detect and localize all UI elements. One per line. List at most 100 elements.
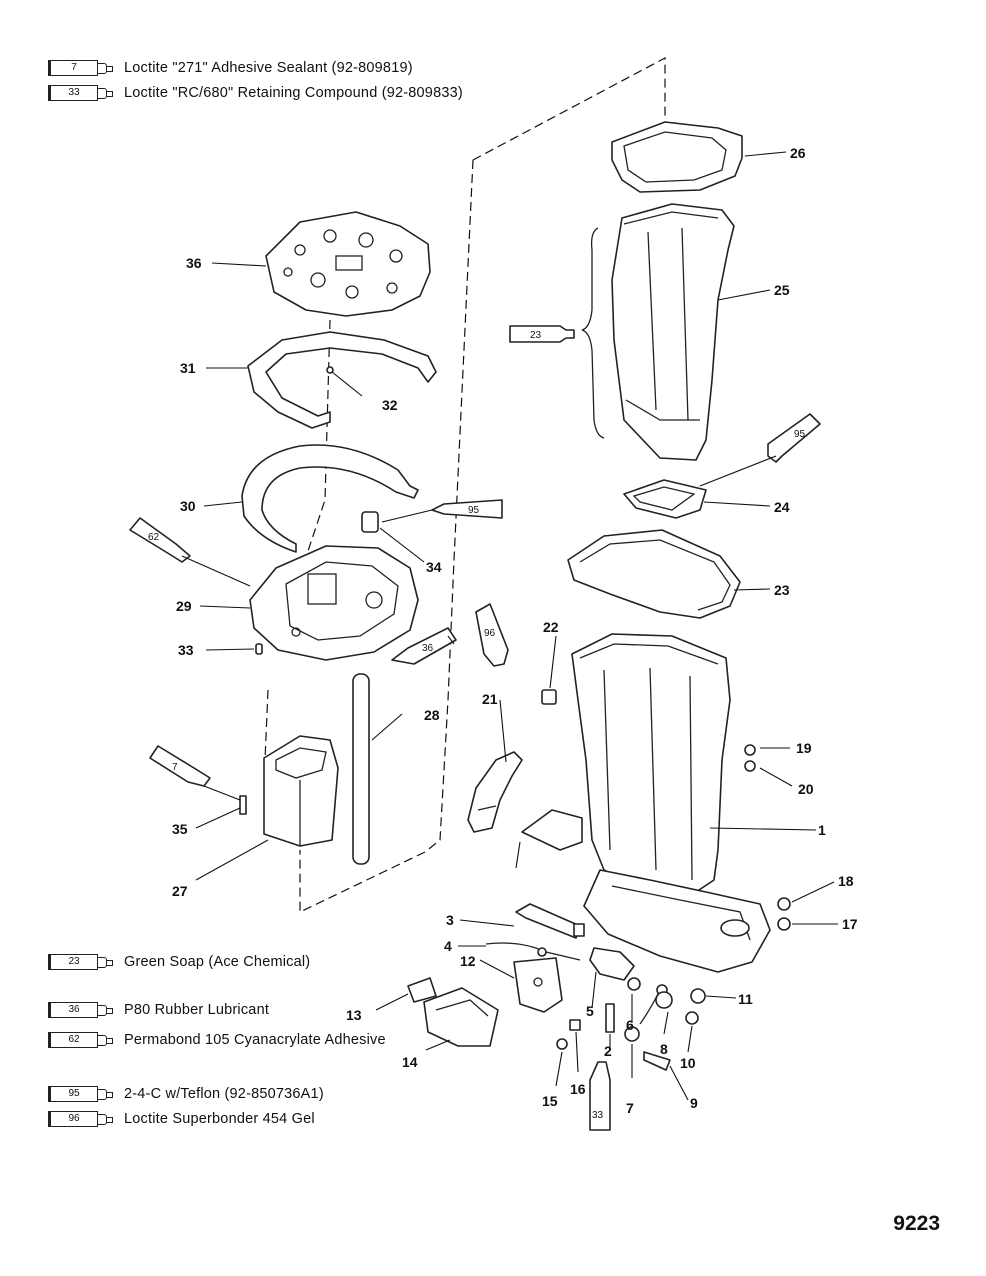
part-9-screw [643, 1051, 671, 1071]
svg-text:95: 95 [794, 429, 806, 440]
svg-text:36: 36 [422, 643, 434, 654]
part-33-pin [255, 643, 263, 655]
callout-18: 18 [838, 873, 854, 889]
svg-text:33: 33 [592, 1110, 604, 1121]
part-3-bolt [515, 903, 585, 939]
tube-7: 7 [149, 745, 211, 787]
part-18-nut [777, 897, 791, 911]
callout-24: 24 [774, 499, 790, 515]
legend-label: Green Soap (Ace Chemical) [124, 954, 311, 970]
part-5-sender [589, 947, 635, 981]
part-30-seal [241, 444, 419, 553]
callout-8: 8 [660, 1041, 668, 1057]
callout-2: 2 [604, 1043, 612, 1059]
tube-95-top: 95 [767, 413, 821, 463]
callout-33: 33 [178, 642, 194, 658]
part-2-stud [605, 1003, 615, 1033]
tube-62: 62 [129, 517, 191, 563]
part-29-adapter-plate [249, 545, 419, 661]
part-10-washer [685, 1011, 699, 1025]
tube-icon: 96 [48, 1110, 113, 1128]
tube-icon: 33 [48, 84, 113, 102]
assembly-guide-line [264, 57, 666, 913]
tube-95-mid: 95 [431, 499, 503, 519]
part-23-gasket [567, 529, 741, 619]
part-26-gasket [611, 121, 743, 193]
part-1-driveshaft-housing [521, 633, 771, 973]
callout-35: 35 [172, 821, 188, 837]
callout-10: 10 [680, 1055, 696, 1071]
callout-19: 19 [796, 740, 812, 756]
part-15-screw [556, 1038, 568, 1050]
callout-5: 5 [586, 1003, 594, 1019]
page-number: 9223 [893, 1212, 940, 1235]
callout-11: 11 [738, 991, 753, 1007]
part-13-bolt [407, 977, 437, 1003]
part-32-screw [326, 366, 334, 374]
tube-23: 23 [509, 325, 575, 343]
callout-36: 36 [186, 255, 202, 271]
legend-label: P80 Rubber Lubricant [124, 1002, 270, 1018]
part-27-tube-guide [263, 735, 339, 847]
part-4-wire [485, 942, 581, 961]
callout-6: 6 [626, 1017, 634, 1033]
tube-96: 96 [475, 603, 509, 667]
callout-21: 21 [482, 691, 498, 707]
svg-text:23: 23 [530, 330, 542, 341]
legend-item-33: 33 Loctite "RC/680" Retaining Compound (… [48, 81, 463, 105]
callout-27: 27 [172, 883, 188, 899]
part-34-sleeve [361, 511, 379, 533]
part-20-nut [744, 760, 756, 772]
callout-29: 29 [176, 598, 192, 614]
callout-30: 30 [180, 498, 196, 514]
part-24-seal [623, 479, 707, 519]
callout-17: 17 [842, 916, 858, 932]
part-16-nut [569, 1019, 581, 1031]
part-36-gasket [265, 211, 431, 317]
callout-13: 13 [346, 1007, 362, 1023]
legend-label: Loctite Superbonder 454 Gel [124, 1111, 315, 1127]
leader-lines [181, 151, 838, 1101]
tube-icon: 23 [48, 953, 113, 971]
svg-text:7: 7 [172, 762, 178, 773]
callout-14: 14 [402, 1054, 418, 1070]
legend-item-7: 7 Loctite "271" Adhesive Sealant (92-809… [48, 56, 413, 80]
svg-text:95: 95 [468, 505, 480, 516]
callout-9: 9 [690, 1095, 698, 1111]
callout-20: 20 [798, 781, 814, 797]
callout-3: 3 [446, 912, 454, 928]
part-11-nut [690, 988, 706, 1004]
legend-label: Permabond 105 Cyanacrylate Adhesive [124, 1032, 386, 1048]
part-12-bracket [513, 957, 563, 1013]
legend-item-23: 23 Green Soap (Ace Chemical) [48, 950, 310, 974]
tube-icon: 7 [48, 59, 113, 77]
callout-7: 7 [626, 1100, 634, 1116]
callouts: 26 25 24 23 22 21 19 20 1 18 17 3 4 12 1… [172, 145, 858, 1116]
part-22-fitting [541, 689, 557, 705]
legend-item-95: 95 2-4-C w/Teflon (92-850736A1) [48, 1082, 324, 1106]
svg-text:62: 62 [148, 532, 160, 543]
tube-icon: 95 [48, 1085, 113, 1103]
legend-label: Loctite "RC/680" Retaining Compound (92-… [124, 85, 463, 101]
callout-26: 26 [790, 145, 806, 161]
callout-34: 34 [426, 559, 442, 575]
part-28-tube [352, 673, 370, 865]
part-21-hose [467, 751, 523, 833]
callout-4: 4 [444, 938, 452, 954]
legend-label: 2-4-C w/Teflon (92-850736A1) [124, 1086, 324, 1102]
callout-1: 1 [818, 822, 826, 838]
legend-item-36: 36 P80 Rubber Lubricant [48, 998, 269, 1022]
callout-32: 32 [382, 397, 398, 413]
part-6-washer [627, 977, 641, 991]
part-35-screw [239, 795, 247, 815]
part-7-ground-strap [624, 984, 668, 1042]
callout-25: 25 [774, 282, 790, 298]
legend-item-62: 62 Permabond 105 Cyanacrylate Adhesive [48, 1028, 386, 1052]
part-14-anode [423, 987, 499, 1047]
svg-text:96: 96 [484, 628, 496, 639]
tube-33: 33 [589, 1061, 611, 1131]
part-8-nut [655, 991, 673, 1009]
tube-36: 36 [391, 627, 457, 665]
tube-icon: 62 [48, 1031, 113, 1049]
